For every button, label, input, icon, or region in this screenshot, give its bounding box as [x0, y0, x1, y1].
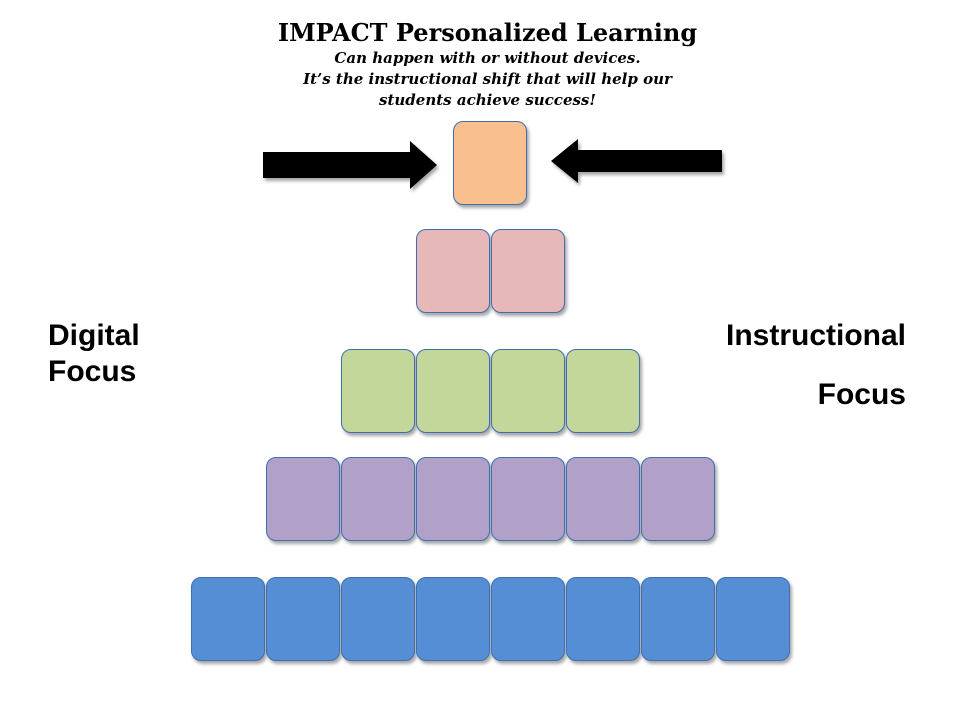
pyramid-block-tier-4 [490, 457, 565, 541]
digital-focus-label: Digital Focus [48, 318, 140, 390]
pyramid-block-tier-4 [415, 457, 490, 541]
pyramid-block-tier-4 [340, 457, 415, 541]
pyramid-block-tier-5 [340, 577, 415, 661]
pyramid-block-tier-5 [565, 577, 640, 661]
pyramid-block-tier-3 [340, 349, 415, 433]
pyramid-block-tier-2 [415, 229, 490, 313]
instructional-focus-label-line-1: Instructional [725, 319, 906, 352]
pyramid-block-tier-5 [490, 577, 565, 661]
pyramid-block-tier-3 [490, 349, 565, 433]
pyramid-block-tier-4 [265, 457, 340, 541]
pyramid-block-tier-5 [190, 577, 265, 661]
title-block: IMPACT Personalized Learning Can happen … [180, 18, 795, 111]
pyramid-block-tier-5 [415, 577, 490, 661]
pyramid-block-tier-4 [640, 457, 715, 541]
subtitle-line-3: students achieve success! [379, 91, 596, 109]
pyramid-block-tier-2 [490, 229, 565, 313]
pyramid-block-tier-5 [715, 577, 790, 661]
pyramid-block-tier-3 [415, 349, 490, 433]
pyramid-block-tier-4 [565, 457, 640, 541]
subtitle-line-1: Can happen with or without devices. [334, 49, 641, 67]
digital-focus-line-2: Focus [48, 355, 137, 388]
pyramid-block-tier-5 [640, 577, 715, 661]
subtitle-line-2: It’s the instructional shift that will h… [303, 70, 672, 88]
page-title: IMPACT Personalized Learning [277, 18, 698, 47]
pyramid-block-tier-3 [565, 349, 640, 433]
pyramid-block-tier-5 [265, 577, 340, 661]
instructional-focus-label-line-2: Focus [817, 378, 906, 411]
digital-focus-line-1: Digital [48, 319, 140, 352]
pyramid-block-tier-1 [453, 121, 527, 205]
